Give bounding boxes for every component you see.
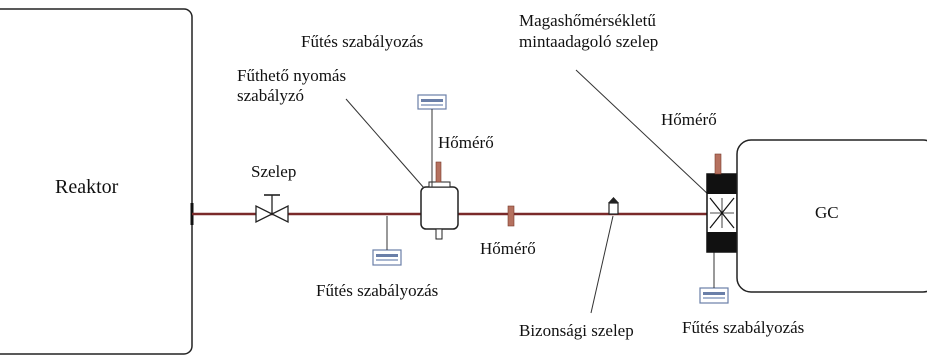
sampling-valve-label-line1: Magashőmérsékletű bbox=[519, 11, 656, 30]
pressure-regulator-label-line2: szabályzó bbox=[237, 86, 305, 105]
safety-valve-label: Bizonsági szelep bbox=[519, 321, 634, 340]
pressure-regulator bbox=[420, 161, 459, 240]
heating-control-bottom-left-label: Fűtés szabályozás bbox=[316, 281, 439, 300]
sampling-valve-leader-line bbox=[575, 69, 711, 197]
sampling-valve bbox=[706, 173, 738, 253]
valve-symbol bbox=[255, 194, 289, 224]
heating-control-bottom-right-label: Fűtés szabályozás bbox=[682, 318, 805, 337]
gc-label: GC bbox=[815, 203, 839, 222]
reactor-label: Reaktor bbox=[55, 176, 119, 198]
heating-controller-top bbox=[417, 94, 447, 110]
thermometer-label-sampling-valve: Hőmérő bbox=[661, 110, 717, 129]
reactor-box bbox=[0, 8, 193, 355]
pipe-thermometer bbox=[507, 205, 515, 227]
heating-controller-bottom-right bbox=[699, 287, 729, 304]
safety-valve bbox=[608, 197, 619, 215]
pressure-regulator-label-line1: Fűthető nyomás bbox=[237, 66, 347, 85]
sampling-valve-thermometer bbox=[714, 153, 722, 175]
gc-box bbox=[736, 139, 927, 293]
regulator-leader-line bbox=[345, 98, 425, 189]
valve-label: Szelep bbox=[251, 162, 297, 181]
sampling-valve-label-line2: mintaadagoló szelep bbox=[519, 32, 659, 51]
heating-controller-bottom-left bbox=[372, 249, 402, 266]
heating-control-top-label: Fűtés szabályozás bbox=[301, 32, 424, 51]
thermometer-label-regulator: Hőmérő bbox=[438, 133, 494, 152]
thermometer-label-pipe: Hőmérő bbox=[480, 239, 536, 258]
safety-valve-leader-line bbox=[590, 215, 614, 314]
